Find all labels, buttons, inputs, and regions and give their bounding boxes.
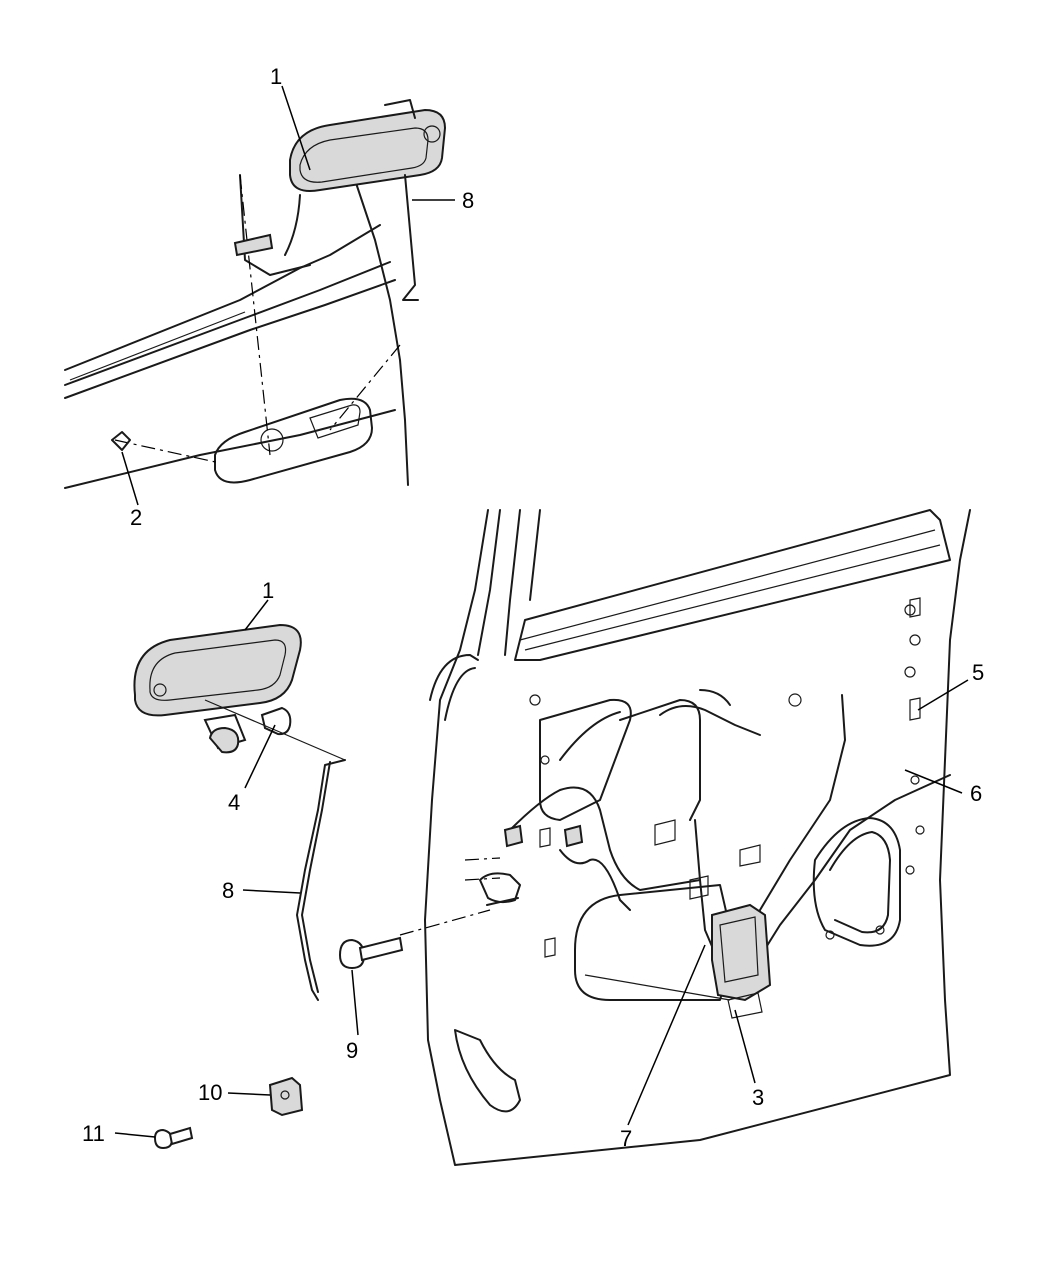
callout-10: 10	[198, 1080, 222, 1105]
callout-7: 7	[620, 1126, 632, 1151]
callout-6: 6	[970, 781, 982, 806]
callout-9: 9	[346, 1038, 358, 1063]
callout-1-lower: 1	[262, 578, 274, 603]
callout-8-lower: 8	[222, 878, 234, 903]
callout-8-upper: 8	[462, 188, 474, 213]
hardware	[153, 936, 404, 1150]
callout-3: 3	[752, 1085, 764, 1110]
handle-exploded-view	[133, 623, 346, 1001]
upper-door-exterior-view	[64, 99, 447, 489]
callout-labels: 1 8 2 1 5 6 4 8 9 3 7 10 11	[82, 64, 984, 1151]
callout-2: 2	[130, 505, 142, 530]
callout-5: 5	[972, 660, 984, 685]
callout-4: 4	[228, 790, 240, 815]
callout-11: 11	[82, 1121, 105, 1146]
leader-lines	[114, 85, 969, 1138]
callout-1-upper: 1	[270, 64, 282, 89]
inner-door-panel	[399, 509, 971, 1166]
